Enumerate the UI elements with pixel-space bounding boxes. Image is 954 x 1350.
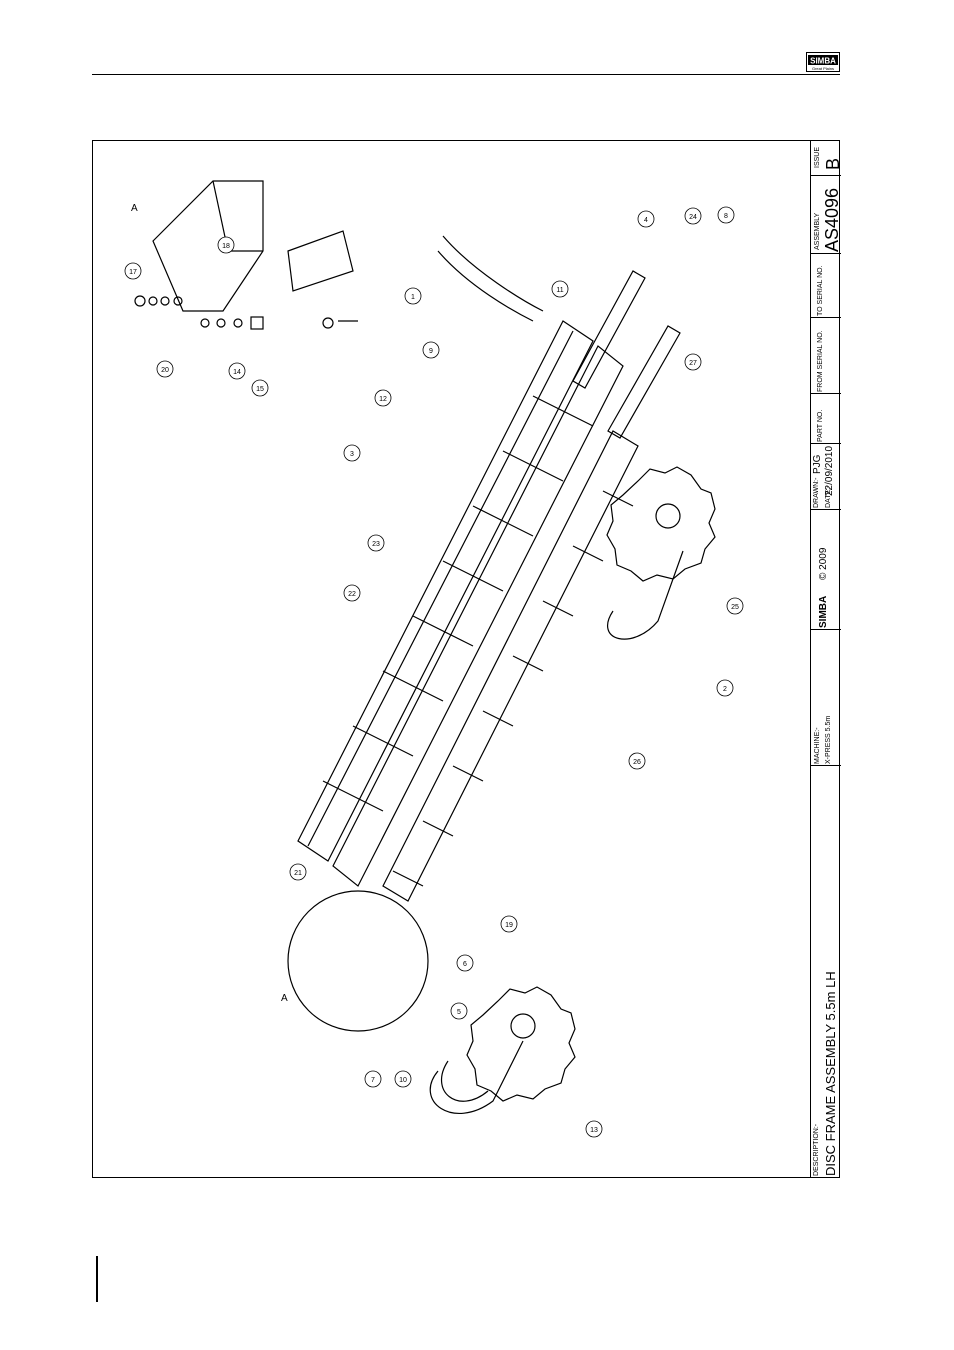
balloon-20: 20 bbox=[161, 367, 169, 374]
balloon-19: 19 bbox=[505, 922, 513, 929]
simba-logo: SIMBA Great Plains bbox=[806, 52, 840, 72]
part-no-label: PART NO. bbox=[817, 410, 824, 442]
exploded-parts-drawing: 1 2 3 4 5 6 7 8 9 10 11 12 13 14 15 17 1… bbox=[93, 141, 811, 1179]
balloon-1: 1 bbox=[411, 294, 415, 301]
copyright: © 2009 bbox=[818, 548, 829, 580]
description-label: DESCRIPTION:- bbox=[813, 1124, 820, 1176]
issue-value: B bbox=[823, 158, 844, 170]
logo-text: SIMBA bbox=[810, 57, 836, 66]
balloon-2: 2 bbox=[723, 686, 727, 693]
balloon-3: 3 bbox=[350, 451, 354, 458]
drawing-frame: 1 2 3 4 5 6 7 8 9 10 11 12 13 14 15 17 1… bbox=[92, 140, 840, 1178]
balloon-14: 14 bbox=[233, 369, 241, 376]
detail-label-bottom: A bbox=[281, 993, 288, 1004]
logo-subtext: Great Plains bbox=[812, 66, 834, 71]
to-serial-label: TO SERIAL NO. bbox=[817, 265, 824, 316]
detail-label-top: A bbox=[131, 203, 138, 214]
balloon-15: 15 bbox=[256, 386, 264, 393]
to-serial-cell: TO SERIAL NO. bbox=[811, 254, 841, 318]
balloon-26: 26 bbox=[633, 759, 641, 766]
brand-logo: SIMBA bbox=[818, 596, 829, 628]
drawn-label: DRAWN:- bbox=[813, 478, 820, 508]
balloon-22: 22 bbox=[348, 591, 356, 598]
balloon-23: 23 bbox=[372, 541, 380, 548]
drawn-cell: DRAWN:- PJG DATE:- 22/09/2010 bbox=[811, 444, 841, 510]
description-cell: DESCRIPTION:- DISC FRAME ASSEMBLY 5.5m L… bbox=[811, 766, 841, 1178]
part-no-cell: PART NO. bbox=[811, 394, 841, 444]
title-block: ISSUE B ASSEMBLY AS4096 TO SERIAL NO. FR… bbox=[810, 140, 840, 1178]
assembly-label: ASSEMBLY bbox=[814, 213, 821, 250]
machine-label: MACHINE:- bbox=[814, 727, 821, 764]
balloon-8: 8 bbox=[724, 213, 728, 220]
date-value: 22/09/2010 bbox=[824, 446, 835, 496]
balloon-17: 17 bbox=[129, 269, 137, 276]
assembly-cell: ASSEMBLY AS4096 bbox=[811, 176, 841, 254]
balloon-4: 4 bbox=[644, 217, 648, 224]
balloon-11: 11 bbox=[556, 287, 563, 294]
balloon-10: 10 bbox=[399, 1077, 407, 1084]
brand-cell: SIMBA © 2009 bbox=[811, 510, 841, 630]
assembly-value: AS4096 bbox=[822, 188, 843, 252]
balloon-6: 6 bbox=[463, 961, 467, 968]
balloon-9: 9 bbox=[429, 348, 433, 355]
from-serial-cell: FROM SERIAL NO. bbox=[811, 318, 841, 394]
issue-label: ISSUE bbox=[814, 147, 821, 168]
balloon-7: 7 bbox=[371, 1077, 375, 1084]
machine-cell: MACHINE:- X-PRESS 5.5m bbox=[811, 630, 841, 766]
footer-rule bbox=[96, 1256, 98, 1302]
balloon-5: 5 bbox=[457, 1009, 461, 1016]
issue-cell: ISSUE B bbox=[811, 140, 841, 176]
header-rule bbox=[92, 74, 840, 75]
drawn-value: PJG bbox=[812, 455, 823, 474]
balloon-24: 24 bbox=[689, 214, 697, 221]
balloon-13: 13 bbox=[590, 1127, 598, 1134]
machine-value: X-PRESS 5.5m bbox=[825, 716, 832, 764]
balloon-27: 27 bbox=[689, 360, 697, 367]
balloon-25: 25 bbox=[731, 604, 739, 611]
balloon-18: 18 bbox=[222, 243, 230, 250]
from-serial-label: FROM SERIAL NO. bbox=[817, 330, 824, 392]
balloon-12: 12 bbox=[379, 396, 387, 403]
balloon-21: 21 bbox=[294, 870, 302, 877]
description-value: DISC FRAME ASSEMBLY 5.5m LH bbox=[823, 971, 838, 1176]
